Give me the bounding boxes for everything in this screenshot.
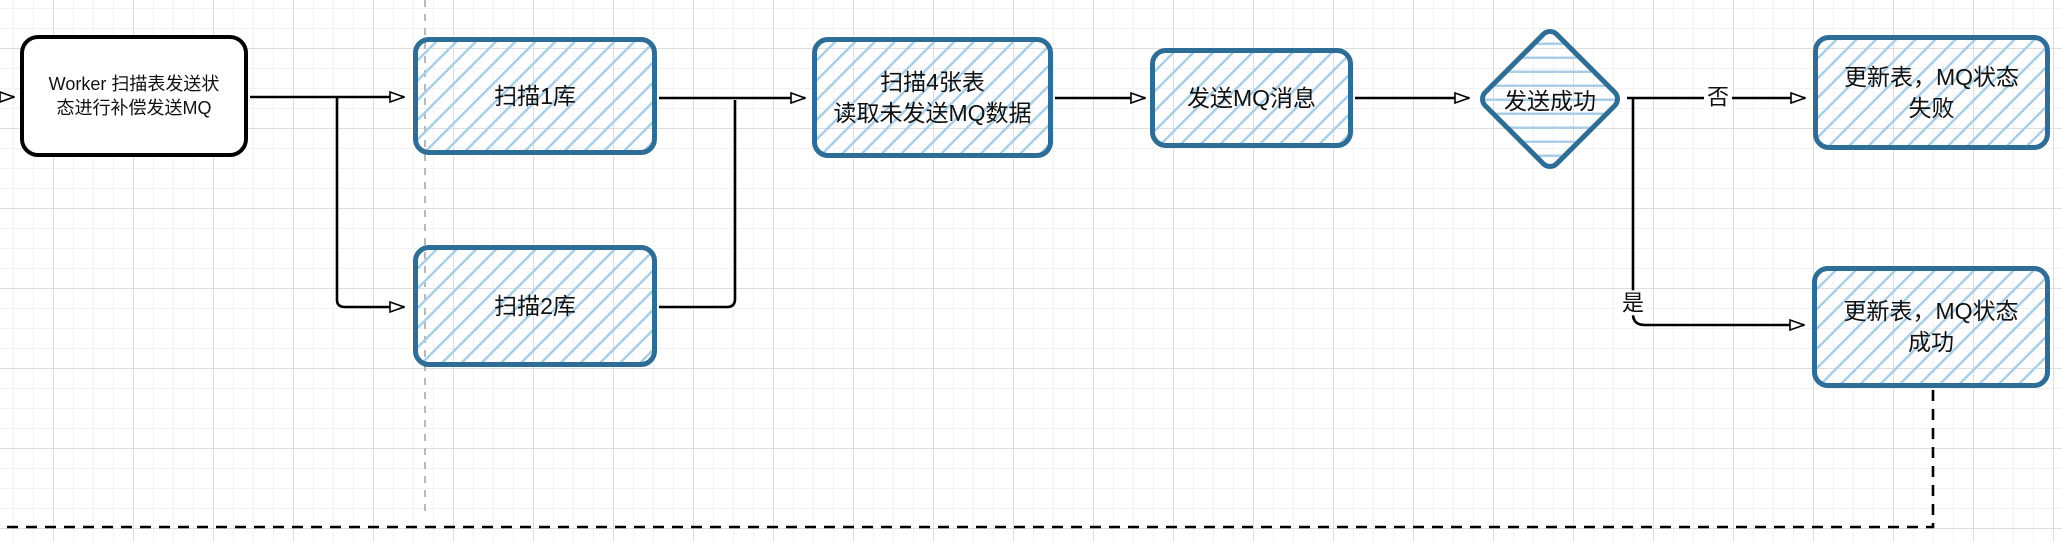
edge-label-no[interactable]: 否: [1703, 84, 1733, 110]
node-scan-db2-label: 扫描2库: [494, 292, 576, 319]
node-decision-label: 发送成功: [1504, 87, 1596, 114]
node-send-mq[interactable]: 发送MQ消息: [1150, 48, 1353, 148]
node-scan-db2[interactable]: 扫描2库: [413, 245, 657, 367]
node-scan-db1[interactable]: 扫描1库: [413, 37, 657, 155]
node-update-fail-label: 更新表，MQ状态 失败: [1843, 63, 2020, 121]
node-update-success-label: 更新表，MQ状态 成功: [1843, 298, 2019, 355]
node-scan-tables-label: 扫描4张表 读取未发送MQ数据: [833, 68, 1032, 126]
node-send-mq-label: 发送MQ消息: [1186, 84, 1317, 111]
node-start[interactable]: Worker 扫描表发送状 态进行补偿发送MQ: [20, 35, 248, 157]
node-scan-db1-label: 扫描1库: [494, 82, 576, 109]
node-update-success[interactable]: 更新表，MQ状态 成功: [1812, 266, 2050, 388]
connector-scan2-join[interactable]: [659, 100, 737, 309]
connector-decision-yes[interactable]: [1631, 98, 1804, 325]
node-start-label: Worker 扫描表发送状 态进行补偿发送MQ: [48, 74, 220, 118]
connector-loop-back-dashed[interactable]: [0, 390, 1935, 529]
connector-start-to-scan2[interactable]: [335, 97, 404, 307]
edge-label-yes[interactable]: 是: [1618, 290, 1648, 316]
node-decision[interactable]: 发送成功: [1475, 20, 1625, 177]
node-update-fail[interactable]: 更新表，MQ状态 失败: [1813, 35, 2050, 150]
node-scan-tables[interactable]: 扫描4张表 读取未发送MQ数据: [812, 37, 1053, 158]
